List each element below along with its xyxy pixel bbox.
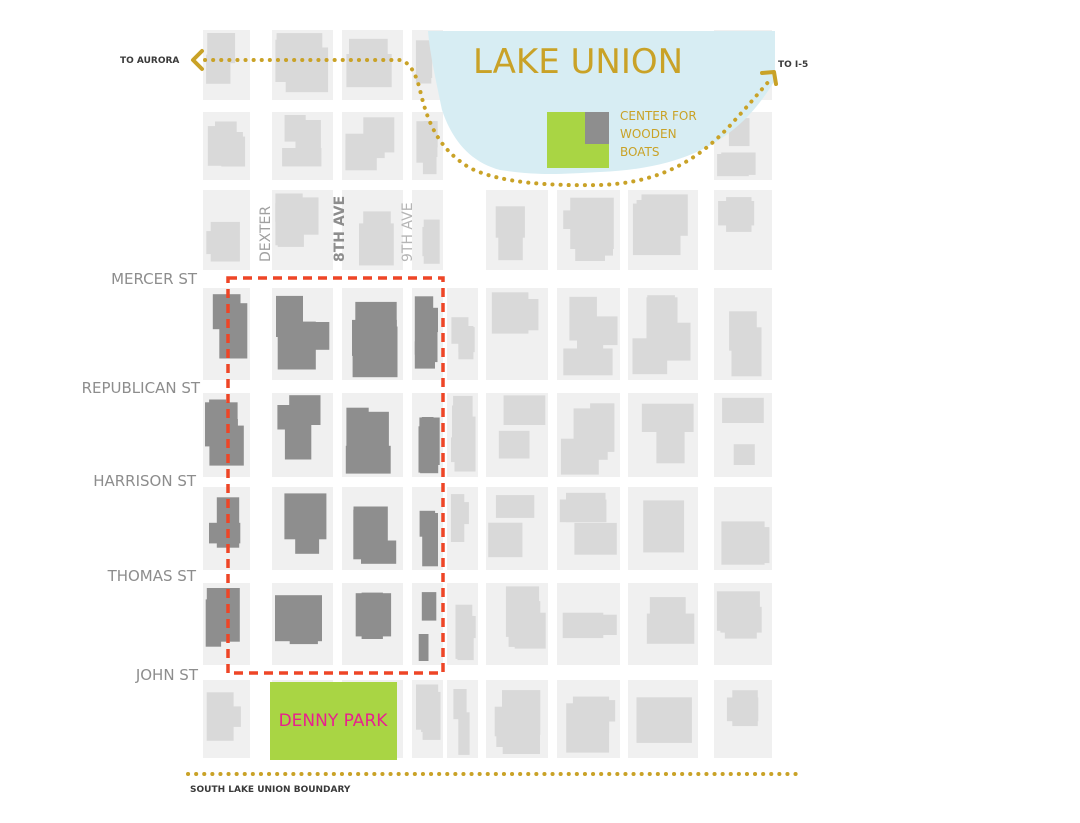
building-footprint <box>581 700 616 722</box>
building-footprint <box>458 326 474 360</box>
study-area-boundary <box>226 276 445 675</box>
building-footprint <box>367 350 388 377</box>
building-footprint <box>453 689 467 720</box>
building-footprint <box>417 308 438 363</box>
building-footprint <box>514 612 546 649</box>
building-footprint <box>354 507 387 557</box>
building-footprint <box>733 444 755 465</box>
building-footprint <box>586 614 617 635</box>
denny-park-label: DENNY PARK <box>279 711 389 731</box>
building-footprint <box>415 40 432 84</box>
avenue-label-dexter: DEXTER <box>258 206 274 262</box>
building-footprint <box>646 613 695 644</box>
building-footprint <box>422 513 438 567</box>
center-for-wooden-boats-label: CENTER FOR WOODEN BOATS <box>620 109 701 159</box>
building-footprint <box>729 311 757 351</box>
building-footprint <box>460 616 476 639</box>
building-footprint <box>722 397 764 423</box>
building-footprint <box>491 292 529 334</box>
context-buildings <box>206 33 770 755</box>
building-footprint <box>732 527 770 564</box>
building-footprint <box>636 200 667 227</box>
building-footprint <box>569 296 597 341</box>
building-footprint <box>277 212 304 247</box>
building-footprint <box>453 395 473 439</box>
street-label-john: JOHN ST <box>135 666 199 684</box>
building-footprint <box>643 500 685 553</box>
building-footprint <box>418 634 429 661</box>
route-to-aurora-line <box>203 58 774 188</box>
building-footprint <box>721 152 756 175</box>
building-footprint <box>365 411 389 453</box>
building-footprint <box>416 684 439 730</box>
street-label-thomas: THOMAS ST <box>107 567 197 585</box>
building-footprint <box>641 403 694 432</box>
building-footprint <box>574 522 617 555</box>
building-footprint <box>206 231 223 255</box>
building-footprint <box>363 211 391 260</box>
building-footprint <box>355 593 392 637</box>
building-footprint <box>289 602 318 645</box>
street-label-mercer: MERCER ST <box>111 270 198 288</box>
building-footprint <box>503 395 546 425</box>
building-footprint <box>496 724 533 747</box>
building-footprint <box>488 522 523 558</box>
building-footprint <box>495 206 525 238</box>
to-i5-label: TO I-5 <box>778 60 808 70</box>
building-footprint <box>732 690 758 727</box>
street-label-republican: REPUBLICAN ST <box>82 379 201 397</box>
building-footprint <box>346 407 369 458</box>
center-for-wooden-boats-building <box>585 112 609 144</box>
building-footprint <box>590 403 615 452</box>
building-footprint <box>724 610 757 639</box>
building-footprint <box>219 303 248 359</box>
building-footprint <box>420 418 439 474</box>
building-footprint <box>349 38 388 56</box>
building-footprint <box>498 430 530 459</box>
lake-union-water <box>428 31 775 174</box>
building-footprint <box>421 592 437 621</box>
building-footprint <box>284 493 327 540</box>
building-footprint <box>458 712 470 755</box>
denny-park <box>270 682 397 760</box>
building-footprint <box>206 692 234 741</box>
building-footprint <box>284 405 312 460</box>
building-footprint <box>205 599 222 647</box>
building-footprint <box>363 117 395 153</box>
avenue-label-9th: 9TH AVE <box>400 202 416 262</box>
to-aurora-label: TO AURORA <box>120 56 179 66</box>
building-footprint <box>284 115 306 142</box>
building-footprint <box>495 495 535 518</box>
building-footprint <box>636 697 692 743</box>
aurora-arrow-icon <box>191 49 204 71</box>
building-footprint <box>647 295 675 327</box>
south-lake-union-boundary-label: SOUTH LAKE UNION BOUNDARY <box>190 785 351 795</box>
building-footprint <box>718 201 755 226</box>
building-footprint <box>559 499 607 523</box>
i5-arrow-icon <box>760 70 778 86</box>
lake-union-label: LAKE UNION <box>473 42 683 82</box>
building-footprint <box>647 322 691 361</box>
street-label-harrison: HARRISON ST <box>93 472 197 490</box>
building-footprint <box>577 227 613 256</box>
avenue-label-8th: 8TH AVE <box>332 196 348 262</box>
building-footprint <box>418 125 438 157</box>
building-footprint <box>423 219 440 264</box>
building-footprint <box>282 148 322 167</box>
building-footprint <box>277 321 316 370</box>
building-footprint <box>207 126 232 166</box>
building-footprint <box>286 50 324 68</box>
building-footprint <box>450 494 465 542</box>
